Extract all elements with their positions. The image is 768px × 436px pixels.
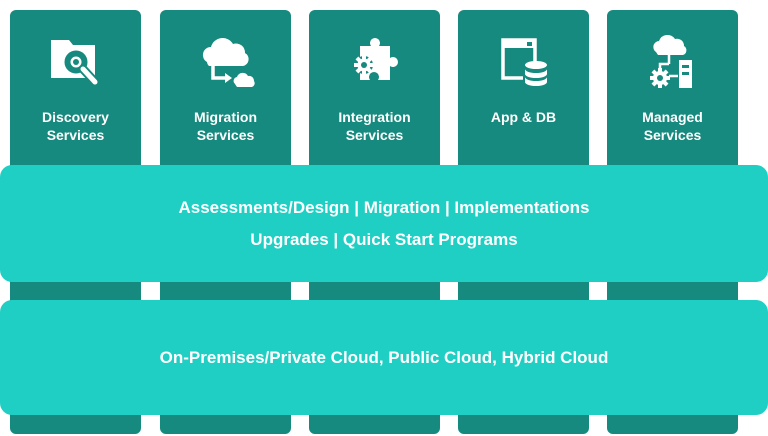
services-band: Assessments/Design | Migration | Impleme… [0, 165, 768, 282]
app-database-icon [458, 32, 589, 94]
cloud-environments-band: On-Premises/Private Cloud, Public Cloud,… [0, 300, 768, 415]
band-line: On-Premises/Private Cloud, Public Cloud,… [159, 347, 609, 367]
band-line: Upgrades | Quick Start Programs [250, 229, 518, 249]
cloud-migration-icon [160, 32, 291, 94]
band-line: Assessments/Design | Migration | Impleme… [178, 197, 590, 217]
folder-search-icon [10, 32, 141, 94]
cloud-server-gear-icon [607, 32, 738, 94]
puzzle-gear-icon [309, 32, 440, 94]
column-label: App & DB [490, 109, 557, 125]
